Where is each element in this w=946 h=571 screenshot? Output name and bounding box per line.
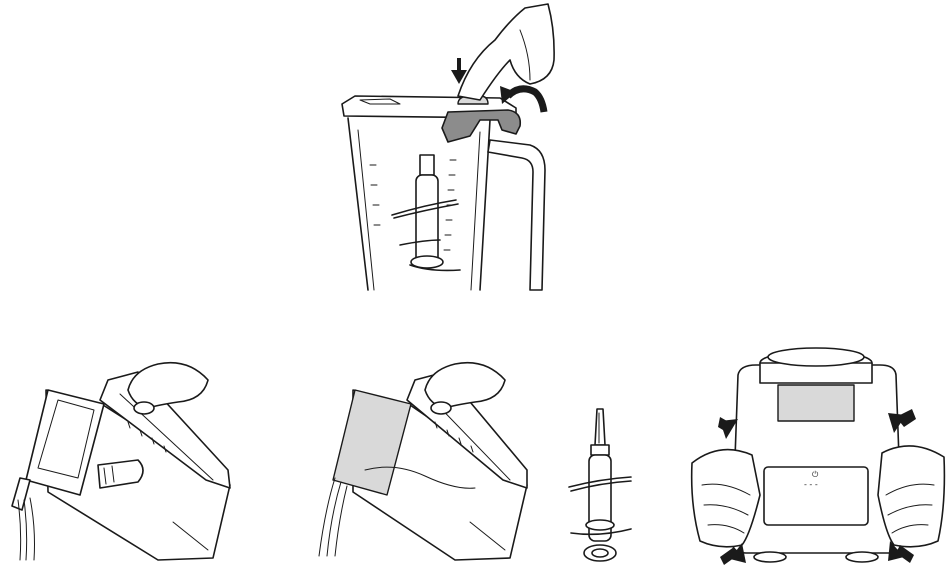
panel-lid-release	[330, 0, 560, 292]
indicator-dots: - - -	[804, 480, 818, 489]
jar-graduations	[370, 160, 456, 250]
blade-assembly-illustration	[565, 405, 635, 567]
hand-grip	[128, 363, 208, 408]
pour-with-blade-illustration	[8, 360, 240, 565]
hand-finger	[458, 4, 554, 100]
panel-pour-with-blade	[8, 360, 240, 565]
lid-latch	[442, 110, 520, 142]
panel-pour-empty	[305, 360, 537, 565]
hand-grip	[425, 363, 505, 408]
panel-blade-assembly	[565, 405, 635, 567]
lid-release-illustration	[330, 0, 560, 292]
jar-handle	[488, 140, 545, 290]
cleaning-cloth-right	[878, 446, 944, 547]
power-icon: ⏻	[812, 470, 819, 479]
panel-base-wipe: ⏻ - - -	[690, 345, 946, 567]
base-wipe-illustration: ⏻ - - -	[690, 345, 946, 567]
pour-empty-illustration	[305, 360, 537, 565]
